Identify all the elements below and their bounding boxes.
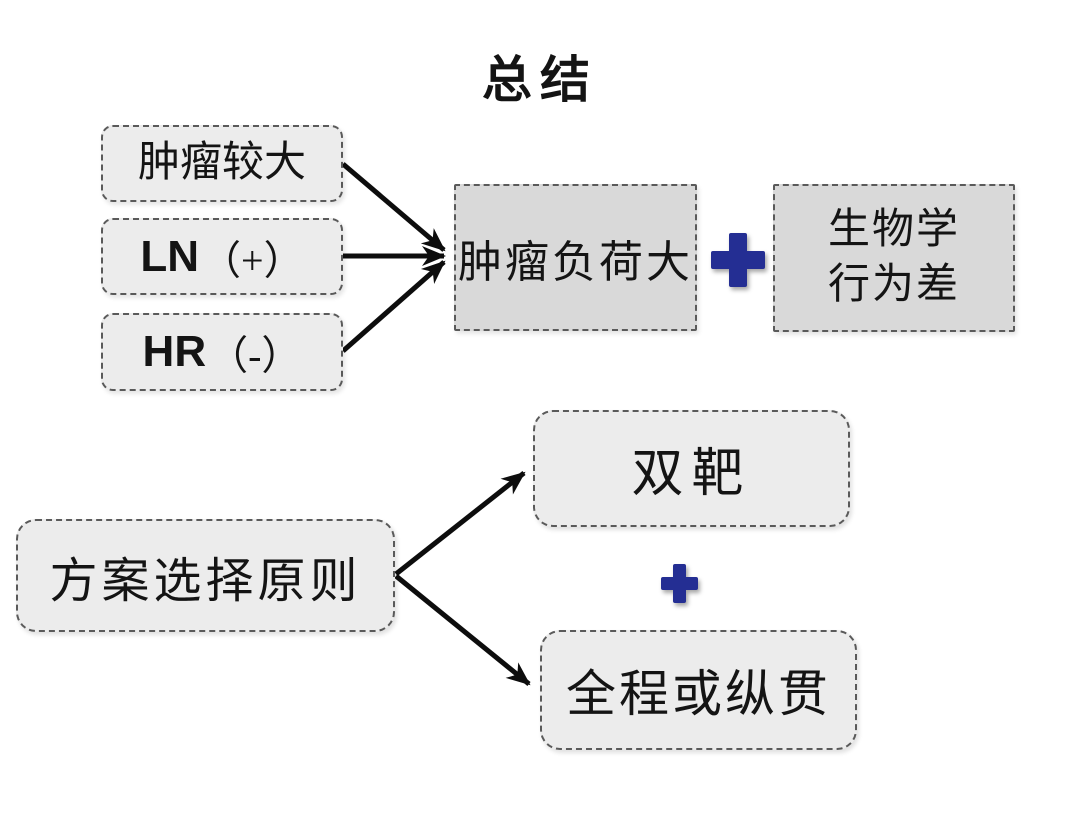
node-regimen-principle: 方案选择原则 <box>16 519 395 632</box>
node-ln-positive-main: LN <box>140 231 200 281</box>
node-dual-target-label: 双靶 <box>631 446 752 503</box>
node-dual-target: 双靶 <box>533 410 850 527</box>
node-ln-positive-paren: （+） <box>201 237 304 283</box>
node-regimen-principle-label: 方案选择原则 <box>49 554 362 608</box>
node-full-course: 全程或纵贯 <box>540 630 857 750</box>
node-hr-negative-main: HR <box>142 327 207 376</box>
node-full-course-label: 全程或纵贯 <box>566 666 831 722</box>
node-tumor-burden: 肿瘤负荷大 <box>454 184 697 331</box>
node-tumor-burden-label: 肿瘤负荷大 <box>458 237 693 287</box>
plus-icon <box>711 233 765 287</box>
node-tumor-large: 肿瘤较大 <box>101 125 343 202</box>
node-hr-negative: HR （-） <box>101 313 343 391</box>
page-title: 总结 <box>482 52 598 108</box>
node-hr-negative-paren: （-） <box>208 333 302 378</box>
node-biology-poor: 生物学 行为差 <box>773 184 1015 332</box>
node-ln-positive-label: LN （+） <box>140 228 303 286</box>
node-hr-negative-label: HR （-） <box>143 323 302 381</box>
node-biology-line2: 行为差 <box>827 262 960 308</box>
node-tumor-large-label: 肿瘤较大 <box>137 140 306 187</box>
node-ln-positive: LN （+） <box>101 218 343 295</box>
arrow-principle-to-option2 <box>394 574 531 686</box>
arrow-principle-to-option1 <box>394 471 526 576</box>
arrow-factor3-to-burden <box>341 260 446 353</box>
node-biology-poor-label: 生物学 行为差 <box>828 203 960 312</box>
node-biology-line1: 生物学 <box>827 207 960 254</box>
plus-icon <box>661 564 698 603</box>
arrow-factor1-to-burden <box>341 162 446 252</box>
